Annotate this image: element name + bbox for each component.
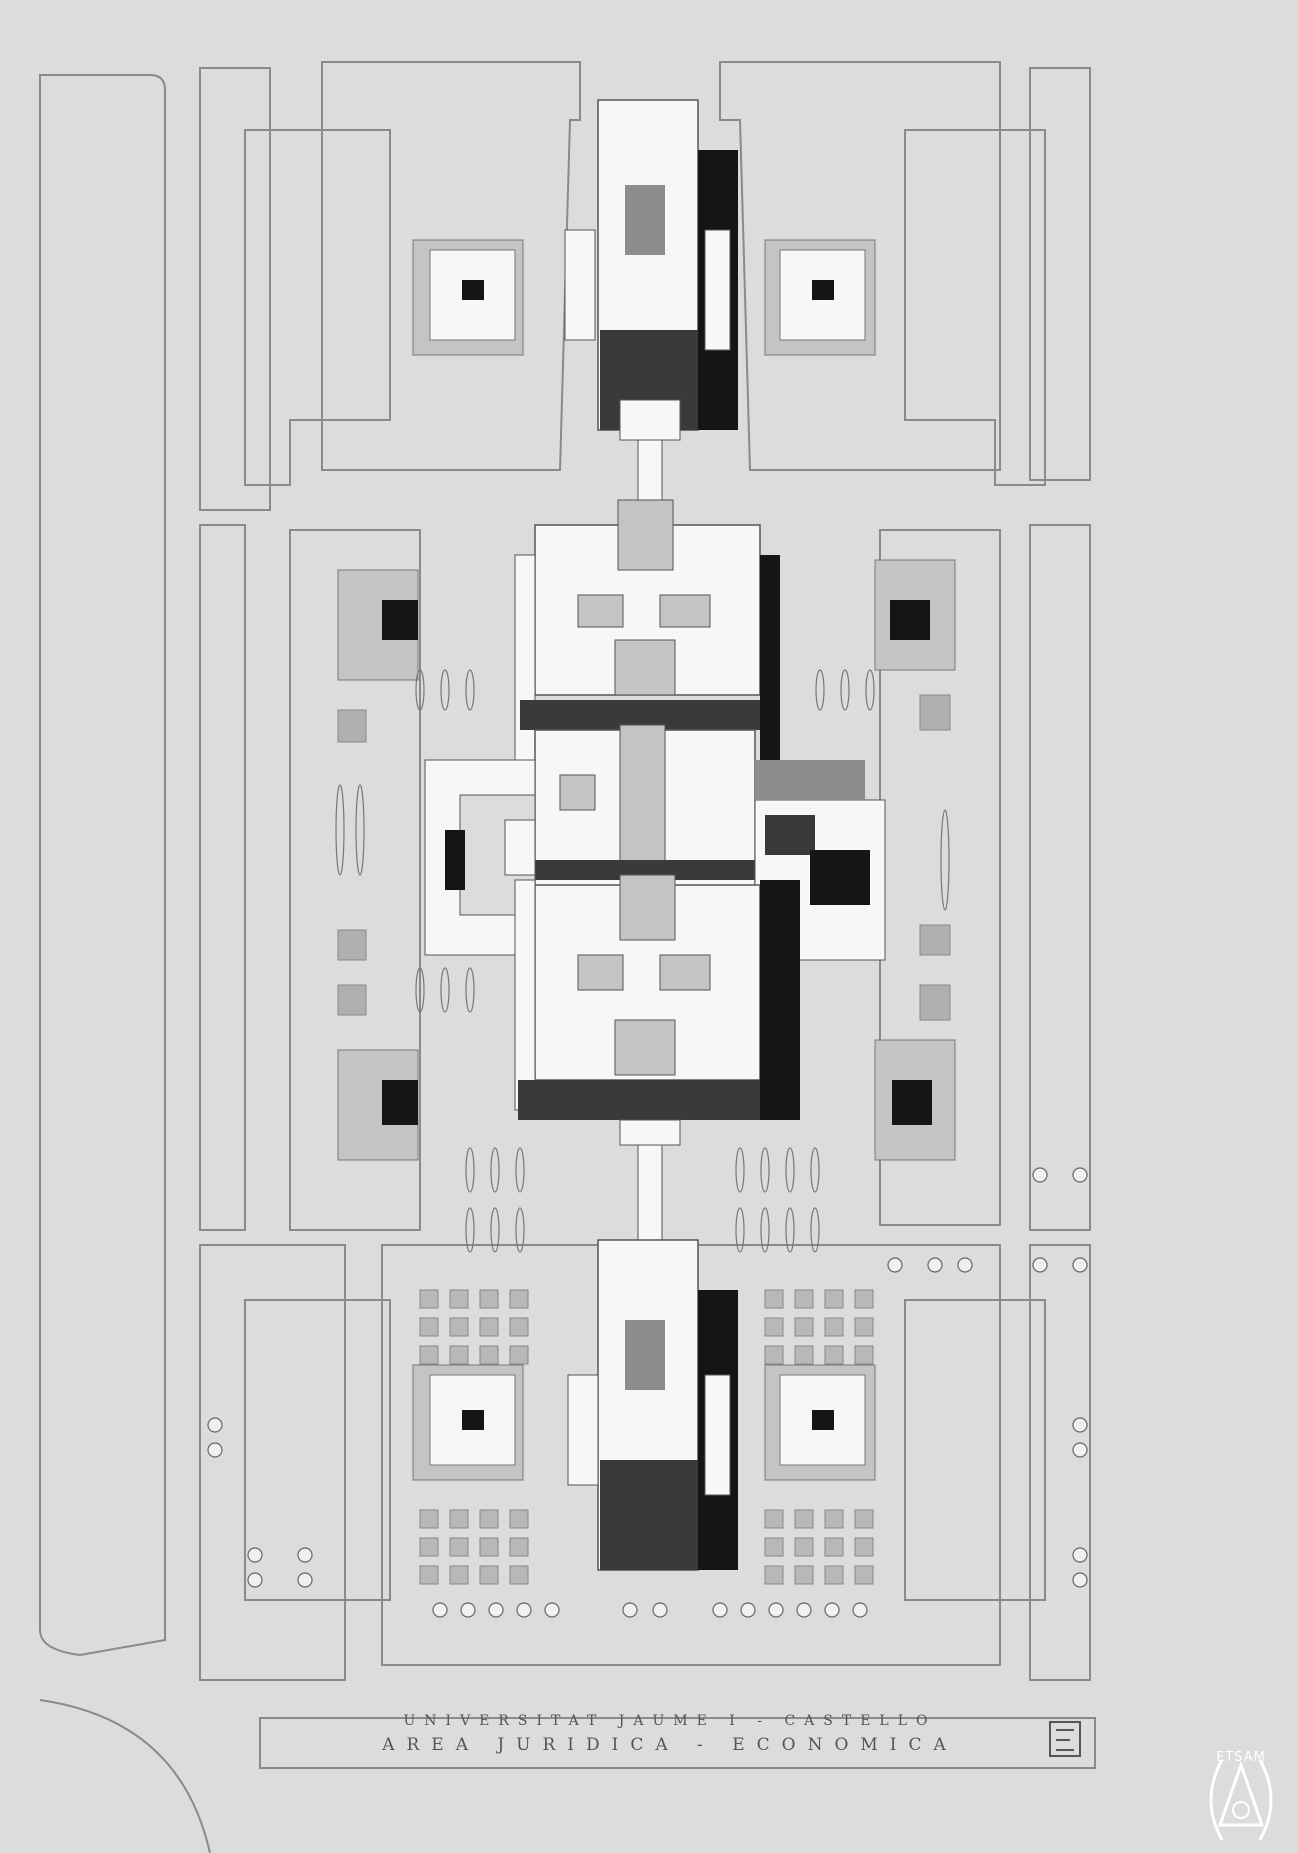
mid-right-inner — [879, 529, 1001, 1226]
planting-grid — [419, 1289, 874, 1585]
tree-rows — [335, 669, 950, 1253]
architect-mark — [1049, 1721, 1081, 1757]
tree-clusters — [337, 239, 956, 1481]
upper-right-plot — [1029, 67, 1091, 481]
lower-right-plot — [1029, 1244, 1091, 1681]
left-long-plot — [39, 74, 166, 1657]
top-center-right-plot — [719, 61, 1001, 471]
lower-left-plot — [199, 1244, 346, 1681]
caption-area: AREA JURIDICA - ECONOMICA — [382, 1735, 958, 1755]
central-building-complex — [424, 99, 886, 1571]
upper-right-inner — [904, 129, 1046, 486]
caption-university: UNIVERSITAT JAUME I - CASTELLO — [403, 1713, 937, 1729]
lower-right-inner — [904, 1299, 1046, 1601]
curved-corner — [39, 1699, 211, 1853]
plot-outlines — [39, 61, 1096, 1853]
top-center-left-plot — [321, 61, 581, 471]
upper-left-inner — [244, 129, 391, 486]
mid-right-plot — [1029, 524, 1091, 1231]
title-caption: UNIVERSITAT JAUME I - CASTELLO AREA JURI… — [240, 1713, 1100, 1755]
mid-left-plot — [199, 524, 246, 1231]
etsam-stamp-label: ETSAM — [1216, 1750, 1266, 1765]
upper-left-plot — [199, 67, 271, 511]
lower-center-plot — [381, 1244, 1001, 1666]
lower-left-inner — [244, 1299, 391, 1601]
mid-left-inner — [289, 529, 421, 1231]
etsam-stamp — [1209, 1759, 1273, 1841]
caption-band — [259, 1717, 1096, 1769]
side-squares — [337, 694, 951, 1021]
round-trees — [207, 1167, 1088, 1618]
